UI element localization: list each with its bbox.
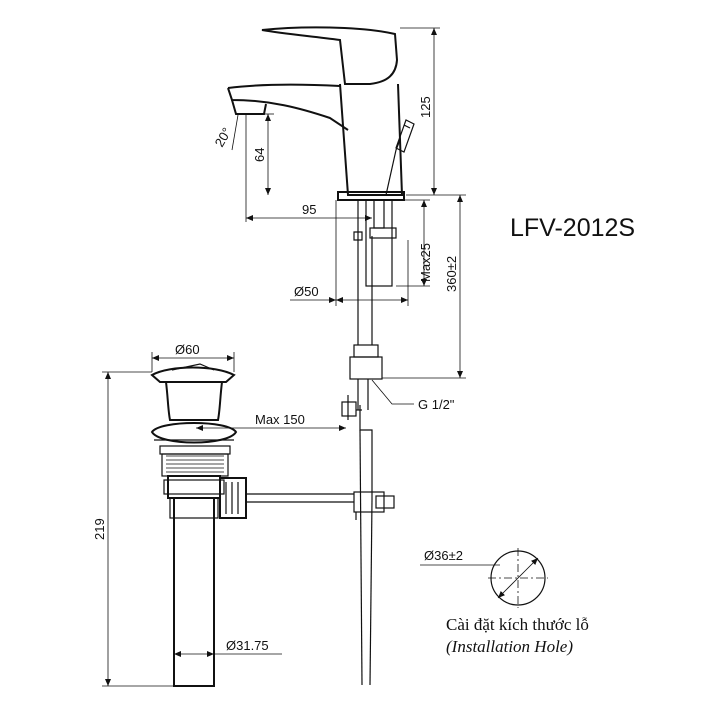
lift-rod [385,119,415,196]
dim-max25-label: Max25 [418,243,433,282]
model-number: LFV-2012S [510,214,635,242]
mounting-shank [349,199,397,410]
dim-height-125: 125 [400,27,440,196]
dim-31-75-label: Ø31.75 [226,638,269,653]
dim-dia-50: Ø50 [290,200,409,306]
dim-dia-60: Ø60 [151,342,235,372]
dim-angle-20: 20° [212,114,247,151]
dim-length-360: 360±2 [382,194,466,379]
dim-95-label: 95 [302,202,316,217]
installation-label-vi: Cài đặt kích thước lỗ [446,615,589,634]
dim-360-label: 360±2 [444,256,459,292]
drain-linkage [341,395,395,686]
dim-reach-95: 95 [245,150,372,222]
hole-dia-label: Ø36±2 [424,548,463,563]
thread-lines [166,455,224,473]
faucet-body [227,26,405,201]
dim-219-label: 219 [92,518,107,540]
dim-max150: Max 150 [196,412,346,431]
dim-max25: Max25 [396,199,433,287]
dim-60-label: Ø60 [175,342,200,357]
drain-assembly [150,363,354,687]
dim-max150-label: Max 150 [255,412,305,427]
dim-spout-64: 64 [252,113,274,195]
dim-thread-label: G 1/2" [418,397,455,412]
installation-hole-detail: Ø36±2 Cài đặt kích thước lỗ (Installatio… [420,548,589,656]
installation-label-en: (Installation Hole) [446,637,573,656]
dim-thread-g12: G 1/2" [371,379,455,412]
dim-20-label: 20° [212,125,235,150]
dim-50-label: Ø50 [294,284,319,299]
dim-dia-31-75: Ø31.75 [174,638,282,657]
dim-125-label: 125 [418,96,433,118]
dim-64-label: 64 [252,148,267,162]
dim-height-219: 219 [92,371,174,687]
